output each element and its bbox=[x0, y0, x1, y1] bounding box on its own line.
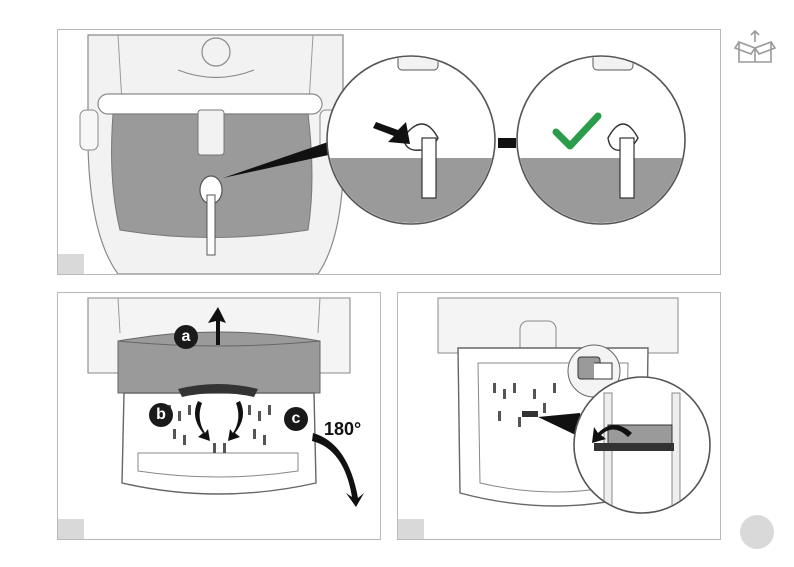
zoom-circle-before bbox=[318, 50, 508, 248]
seat-illustration-3 bbox=[398, 293, 720, 539]
zoom-circle-after bbox=[508, 50, 698, 248]
seat-illustration-2 bbox=[58, 293, 380, 539]
zoom-circle-detail bbox=[574, 377, 710, 513]
unbox-icon bbox=[733, 28, 777, 66]
seat-illustration-1 bbox=[58, 30, 720, 274]
rotation-angle: 180° bbox=[324, 419, 361, 440]
step-label-c: c bbox=[284, 407, 308, 431]
step-number-box-1 bbox=[58, 254, 84, 274]
step-number-box-2 bbox=[58, 519, 84, 539]
step-panel-3 bbox=[397, 292, 721, 540]
step-label-a: a bbox=[174, 325, 198, 349]
step-number-box-3 bbox=[398, 519, 424, 539]
step-label-b: b bbox=[149, 403, 173, 427]
step-panel-1 bbox=[57, 29, 721, 275]
step-panel-2: a b c 180° bbox=[57, 292, 381, 540]
page-number-icon bbox=[740, 515, 774, 549]
